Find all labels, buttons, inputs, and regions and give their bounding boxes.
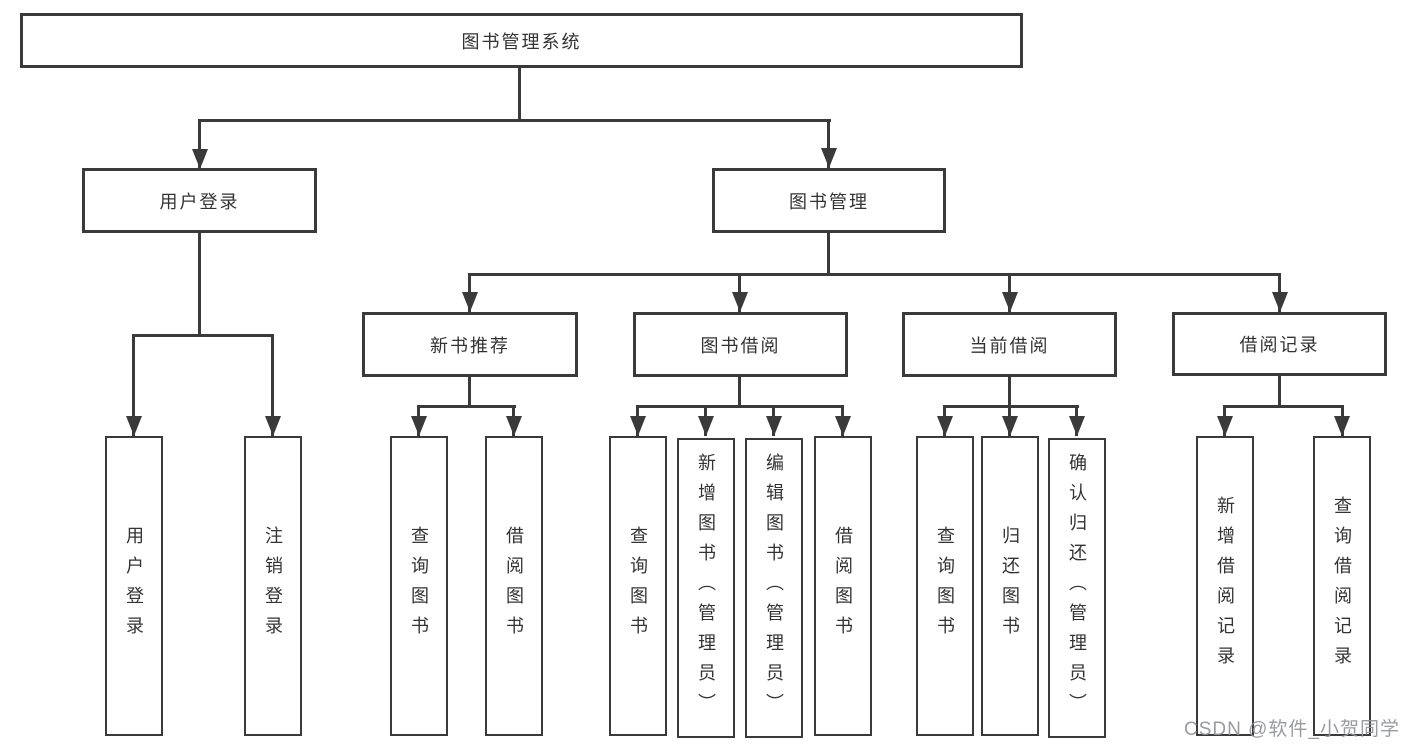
arrowhead-down-icon: [1002, 416, 1018, 436]
node-current-borrow: 当前借阅: [902, 312, 1117, 377]
arrowhead-down-icon: [411, 416, 427, 436]
arrowhead-down-icon: [506, 416, 522, 436]
arrowhead-down-icon: [821, 148, 837, 168]
connector-line: [132, 334, 274, 337]
arrowhead-down-icon: [698, 416, 714, 436]
csdn-watermark: CSDN @软件_小贺同学: [1184, 719, 1400, 740]
leaf-query-borrow-record: 查询借阅记录: [1313, 436, 1371, 736]
node-borrow-records: 借阅记录: [1172, 312, 1387, 376]
connector-line: [738, 377, 741, 408]
leaf-query-books-borrow: 查询图书: [609, 436, 667, 736]
node-root-system: 图书管理系统: [20, 13, 1023, 68]
leaf-logout: 注销登录: [244, 436, 302, 736]
arrowhead-down-icon: [1334, 416, 1350, 436]
leaf-borrow-books: 借阅图书: [814, 436, 872, 736]
arrowhead-down-icon: [1002, 292, 1018, 312]
arrowhead-down-icon: [630, 416, 646, 436]
connector-line: [271, 334, 274, 436]
connector-line: [1223, 405, 1344, 408]
leaf-confirm-return-admin: 确认归还（管理员）: [1048, 438, 1106, 738]
arrowhead-down-icon: [1217, 416, 1233, 436]
connector-line: [417, 405, 516, 408]
arrowhead-down-icon: [126, 416, 142, 436]
node-new-book-recommend: 新书推荐: [362, 312, 578, 377]
leaf-edit-books-admin: 编辑图书（管理员）: [745, 438, 803, 738]
leaf-borrow-books-recommend: 借阅图书: [485, 436, 543, 736]
connector-line: [636, 405, 844, 408]
arrowhead-down-icon: [732, 292, 748, 312]
node-book-management: 图书管理: [712, 168, 946, 233]
connector-line: [198, 119, 831, 122]
arrowhead-down-icon: [766, 416, 782, 436]
connector-line: [198, 233, 201, 336]
connector-line: [468, 377, 471, 408]
connector-line: [827, 119, 830, 168]
connector-line: [1278, 376, 1281, 407]
arrowhead-down-icon: [265, 416, 281, 436]
arrowhead-down-icon: [1272, 292, 1288, 312]
arrowhead-down-icon: [1069, 416, 1085, 436]
node-book-borrow: 图书借阅: [633, 312, 848, 377]
leaf-add-borrow-record: 新增借阅记录: [1196, 436, 1254, 736]
connector-line: [827, 233, 830, 273]
arrowhead-down-icon: [192, 149, 208, 169]
connector-line: [468, 273, 1281, 276]
leaf-user-login: 用户登录: [105, 436, 163, 736]
leaf-query-books-recommend: 查询图书: [390, 436, 448, 736]
arrowhead-down-icon: [462, 292, 478, 312]
connector-line: [518, 68, 521, 119]
connector-line: [132, 334, 135, 436]
connector-line: [198, 119, 201, 169]
arrowhead-down-icon: [835, 416, 851, 436]
arrowhead-down-icon: [937, 416, 953, 436]
leaf-add-books-admin: 新增图书（管理员）: [677, 438, 735, 738]
leaf-query-books-current: 查询图书: [916, 436, 974, 736]
leaf-return-books: 归还图书: [981, 436, 1039, 736]
node-user-login: 用户登录: [82, 168, 317, 233]
connector-line: [1008, 377, 1011, 408]
connector-line: [943, 405, 1079, 408]
